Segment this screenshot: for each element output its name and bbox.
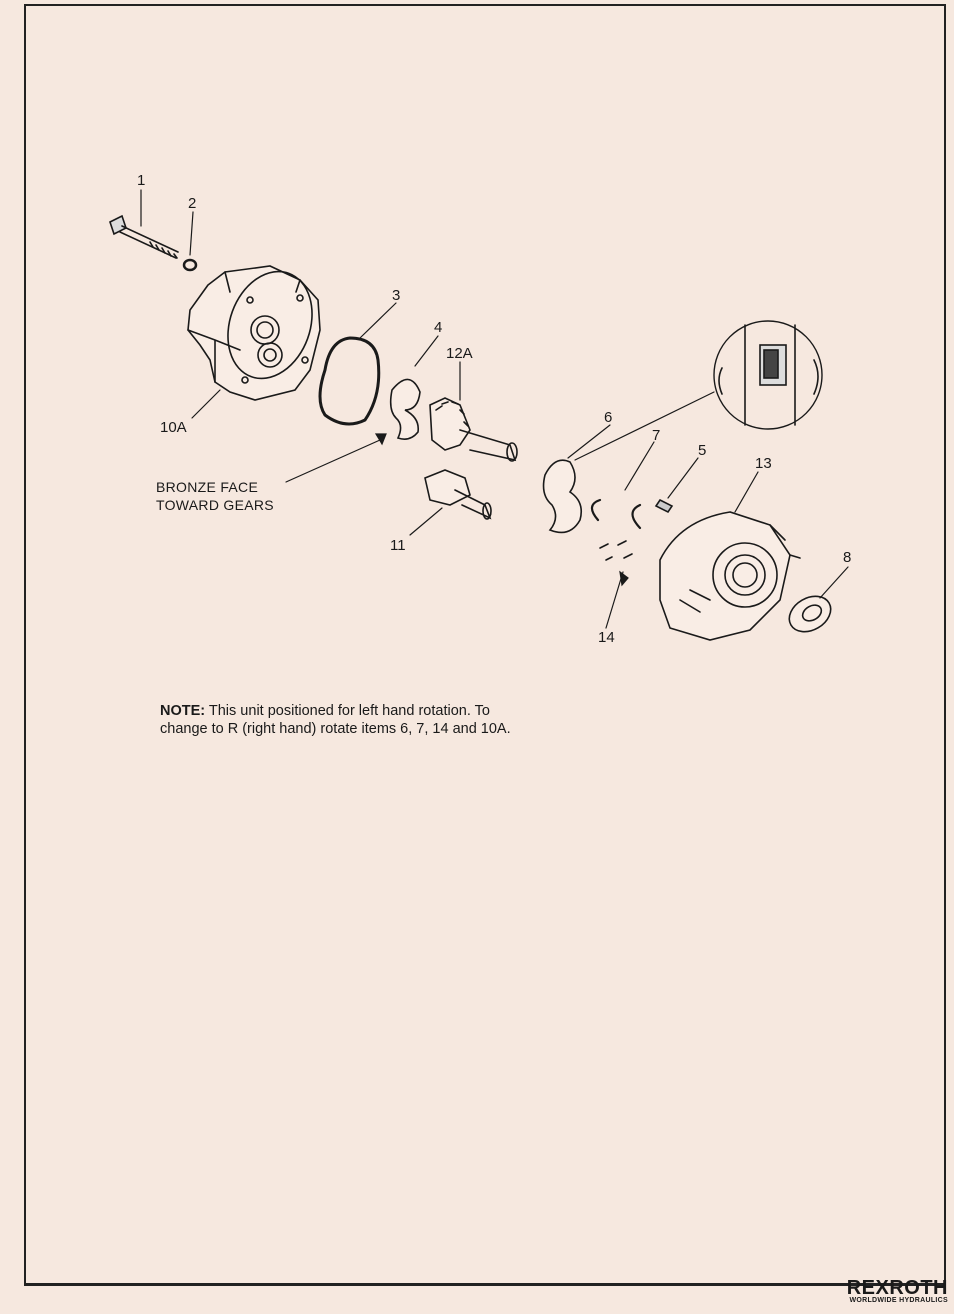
part-7-seal-right xyxy=(631,503,642,530)
callout-12a: 12A xyxy=(446,345,473,362)
callout-13: 13 xyxy=(755,455,772,472)
note-text: This unit positioned for left hand rotat… xyxy=(160,703,511,737)
bronze-face-label-line1: BRONZE FACE xyxy=(156,479,259,495)
part-10a-cover xyxy=(187,265,321,401)
part-11-idler-gear xyxy=(424,469,492,520)
bronze-face-label-line2: TOWARD GEARS xyxy=(156,497,274,513)
callout-2: 2 xyxy=(188,195,196,212)
callout-8: 8 xyxy=(843,549,851,566)
rotation-note: NOTE: This unit positioned for left hand… xyxy=(160,702,520,738)
seal-detail-inset xyxy=(713,320,823,430)
leader-lines xyxy=(140,189,849,629)
callout-11: 11 xyxy=(390,537,406,554)
bronze-face-label: BRONZE FACE TOWARD GEARS xyxy=(156,478,274,514)
callout-14: 14 xyxy=(598,629,615,646)
part-7-seal-left xyxy=(590,498,602,522)
part-1-bolt xyxy=(109,214,179,259)
callout-1: 1 xyxy=(137,172,145,189)
part-4-wear-plate xyxy=(389,378,421,440)
page-border xyxy=(24,4,946,1286)
part-3-o-ring xyxy=(318,336,381,426)
brand-tagline: WORLDWIDE HYDRAULICS xyxy=(849,1297,948,1304)
brand-name: REXROTH xyxy=(846,1277,948,1299)
part-2-washer xyxy=(182,258,198,272)
part-12a-drive-gear xyxy=(429,397,518,462)
part-6-wear-plate xyxy=(542,459,583,534)
note-prefix: NOTE: xyxy=(160,703,206,719)
callout-3: 3 xyxy=(392,287,400,304)
callout-6: 6 xyxy=(604,409,612,426)
part-5-dowel-pin xyxy=(654,498,674,514)
callout-10a: 10A xyxy=(160,419,187,436)
callout-4: 4 xyxy=(434,319,442,336)
part-8-bearing xyxy=(788,595,832,633)
callout-7: 7 xyxy=(652,427,660,444)
brand-logo: REXROTH WORLDWIDE HYDRAULICS xyxy=(846,1277,948,1304)
part-14-backup-rings xyxy=(599,540,633,561)
part-13-housing xyxy=(659,511,801,641)
callout-5: 5 xyxy=(698,442,706,459)
